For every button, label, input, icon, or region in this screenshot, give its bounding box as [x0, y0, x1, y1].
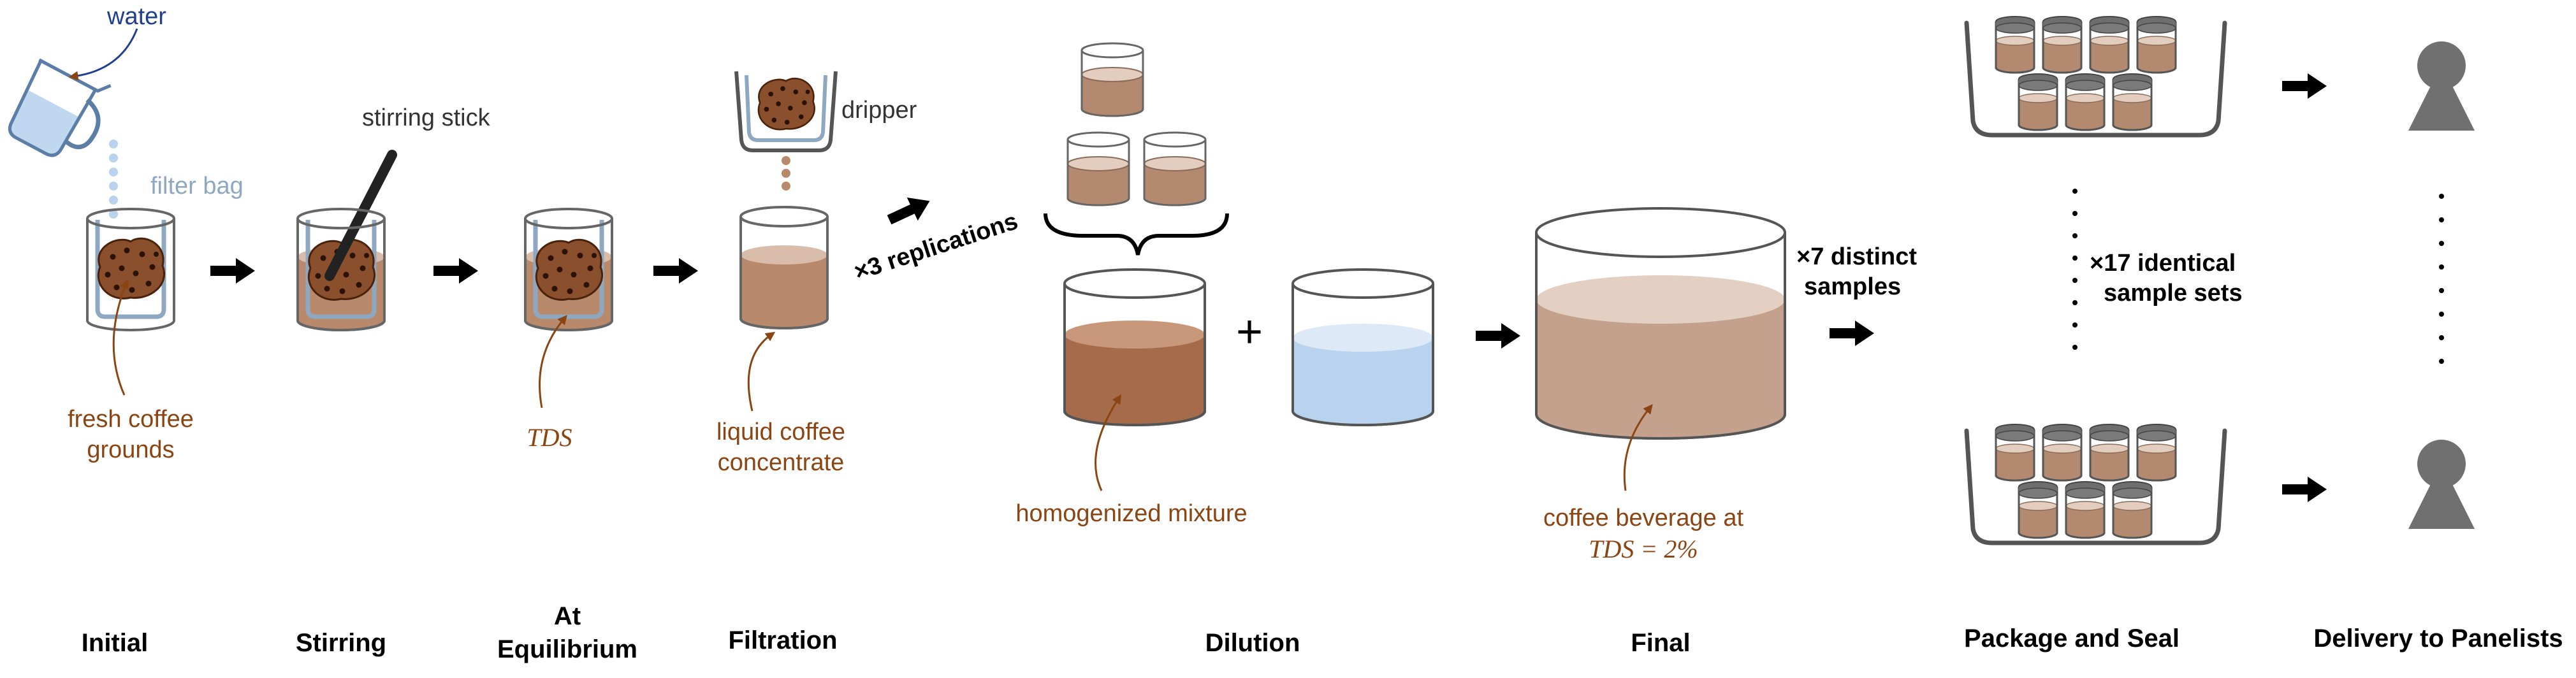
dripper-label: dripper — [841, 97, 917, 124]
stage-package: Package and Seal — [1964, 624, 2179, 653]
plus-sign: + — [1236, 307, 1263, 357]
water-pour-stream — [109, 140, 118, 219]
final-cup — [1535, 207, 1786, 440]
mixture-cup — [1063, 268, 1206, 426]
right-arrow-icon — [1830, 321, 1874, 346]
water-label: water — [106, 3, 166, 30]
water-cup — [1292, 268, 1434, 426]
filter-bag-label: filter bag — [150, 173, 244, 199]
sample-tray-bottom — [1967, 424, 2225, 543]
stirring-stick-label: stirring stick — [362, 105, 491, 131]
right-arrow-icon — [884, 189, 935, 232]
delivery-stage: Delivery to Panelists — [2282, 41, 2563, 653]
beverage-label-2: TDS = 2% — [1589, 535, 1698, 563]
dilution-stage: homogenized mixture + Dilution — [1015, 42, 1434, 657]
drip-stream — [782, 156, 790, 191]
beverage-pointer — [1623, 404, 1653, 491]
liquid-concentrate-label-2: concentrate — [718, 449, 845, 476]
beverage-label-1: coffee beverage at — [1543, 505, 1744, 531]
stirring-cup — [296, 150, 397, 331]
stage-dilution: Dilution — [1205, 629, 1300, 657]
tds-pointer — [539, 315, 567, 408]
stage-initial: Initial — [82, 629, 148, 657]
stage-stirring: Stirring — [296, 629, 386, 657]
vertical-ellipsis — [2439, 194, 2444, 364]
right-arrow-icon — [1476, 323, 1520, 349]
final-stage: coffee beverage at TDS = 2% Final — [1535, 207, 1786, 657]
grouping-brace — [1044, 213, 1229, 256]
right-arrow-icon — [2282, 477, 2327, 502]
right-arrow-icon — [2282, 73, 2327, 99]
pitcher-icon — [8, 58, 112, 157]
liquid-concentrate-label-1: liquid coffee — [717, 419, 845, 445]
right-arrow-icon — [433, 258, 478, 284]
replicate-cup-top — [1081, 42, 1144, 117]
tds-label: TDS — [527, 423, 572, 452]
filtration-cup — [739, 206, 829, 329]
stage-final: Final — [1631, 629, 1690, 657]
distinct-samples-label-2: samples — [1804, 273, 1901, 300]
sample-tray-top — [1967, 17, 2225, 135]
stage-equilibrium-line2: Equilibrium — [497, 635, 637, 663]
equilibrium-stage: TDS At Equilibrium — [497, 208, 637, 663]
distinct-samples-label-1: ×7 distinct — [1796, 243, 1917, 270]
package-stage: ×17 identical sample sets Package and Se… — [1964, 17, 2243, 653]
replications-label: ×3 replications — [851, 208, 1021, 286]
person-icon — [2408, 41, 2475, 131]
right-arrow-icon — [210, 258, 255, 284]
stage-delivery: Delivery to Panelists — [2313, 624, 2563, 653]
stage-equilibrium-line1: At — [554, 602, 581, 630]
equilibrium-cup — [524, 208, 613, 331]
identical-sets-label-1: ×17 identical — [2090, 250, 2236, 277]
grounds-pointer — [112, 279, 129, 396]
right-arrow-icon — [653, 258, 698, 284]
filtration-stage: dripper liquid coffee concentrate Filtra… — [717, 71, 917, 654]
water-pointer — [68, 28, 138, 81]
vertical-ellipsis — [2072, 189, 2078, 350]
mixture-pointer — [1095, 394, 1122, 491]
replicate-cup-left — [1066, 131, 1130, 206]
initial-stage: water filter bag fresh coffee grounds In… — [8, 3, 244, 657]
fresh-grounds-label-1: fresh coffee — [68, 406, 194, 433]
fresh-grounds-label-2: grounds — [87, 436, 174, 463]
initial-cup — [86, 208, 175, 331]
person-icon — [2408, 440, 2475, 529]
concentrate-pointer — [747, 331, 776, 412]
homogenized-label: homogenized mixture — [1015, 500, 1247, 527]
identical-sets-label-2: sample sets — [2104, 280, 2243, 307]
replicate-cup-right — [1143, 131, 1207, 206]
stage-filtration: Filtration — [728, 626, 837, 654]
stirring-stage: stirring stick Stirring — [296, 105, 491, 657]
dripper-icon — [734, 71, 838, 152]
